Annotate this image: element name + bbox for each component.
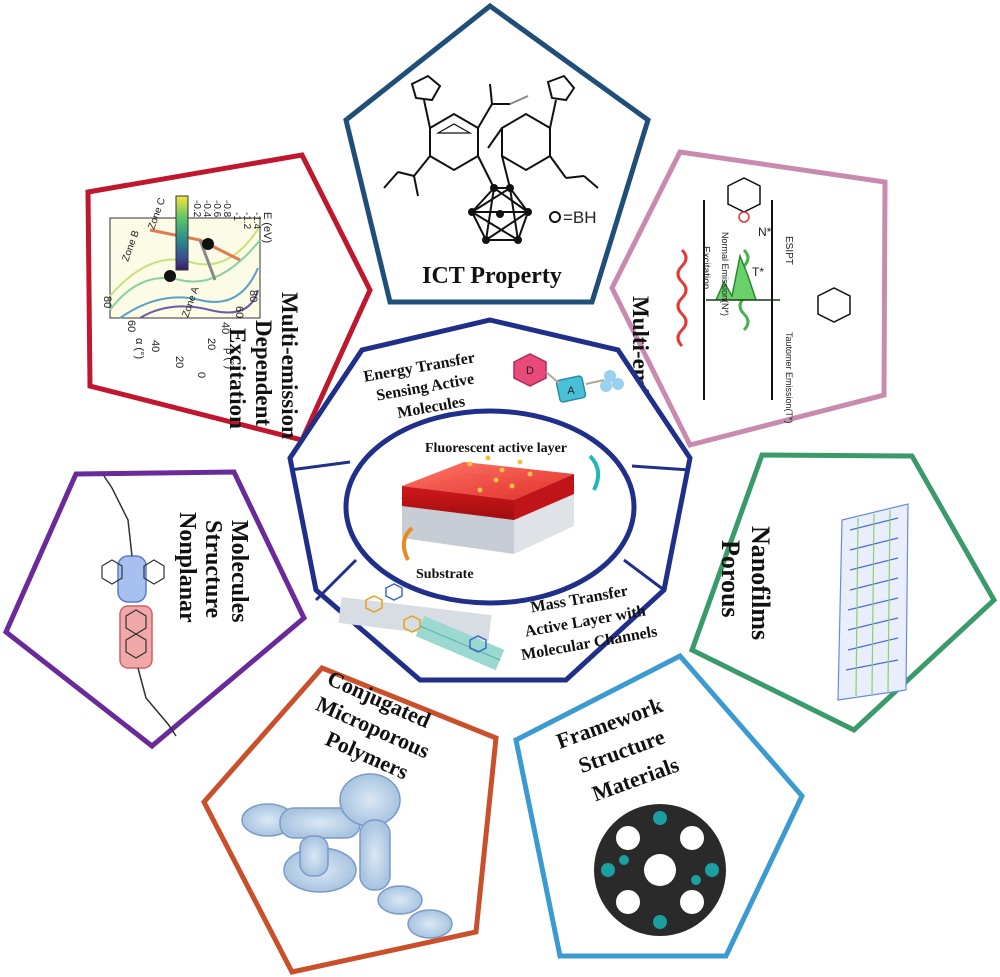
molecular-channel	[338, 583, 505, 671]
alpha-axis-label: α (°)	[133, 338, 145, 359]
t-star-label: T*	[752, 265, 764, 279]
emission-particles	[467, 455, 533, 493]
panel-multi-emission: N* T* Excitation ESIPT Normal Emission(N…	[609, 149, 888, 448]
cbar-tick: -1.2	[241, 212, 252, 230]
fluorescent-layer-label: Fluorescent active layer	[425, 441, 567, 456]
x-tick: 40	[149, 340, 161, 352]
tautomer-emission-wave	[676, 248, 688, 348]
panel-ict-property: =BH ICT Property	[343, 2, 651, 305]
cbar-tick: -0.4	[201, 200, 212, 218]
nonplanar-molecule	[101, 475, 177, 737]
bh-legend-label: =BH	[563, 208, 597, 227]
cbar-tick: -1.4	[251, 212, 262, 230]
cbar-tick: -1	[231, 212, 242, 221]
panel-porous-nanofilms: Porous Nanofilms	[688, 452, 998, 734]
panel-framework: Framework Structure Materials	[513, 652, 805, 959]
colorbar-ticks: -0.2 -0.4 -0.6 -0.8 -1 -1.2 -1.4	[191, 200, 262, 230]
excitation-title: Excitation Dependent Multi-emission	[225, 292, 302, 439]
x-tick: 60	[125, 320, 137, 332]
energy-axis-label: E (eV)	[261, 212, 273, 243]
energy-contour-plot	[109, 195, 261, 319]
svg-text:Excitation: Excitation	[225, 328, 250, 429]
teal-arrow	[588, 454, 601, 491]
svg-text:Multi-emission: Multi-emission	[277, 292, 302, 439]
y-axis-ticks: 20 40 60 80	[205, 290, 259, 350]
x-tick: 80	[101, 296, 113, 308]
ict-title: ICT Property	[422, 263, 562, 289]
cbar-tick: -0.2	[191, 200, 202, 218]
excitation-arrow-label: Excitation	[700, 246, 711, 289]
y-tick: 80	[247, 290, 259, 302]
center-panel: Fluorescent active layer Substrate Energ…	[287, 317, 693, 683]
svg-text:Nanofilms: Nanofilms	[746, 526, 775, 640]
cbar-tick: -0.6	[211, 200, 222, 218]
donor-acceptor-sketch: D A	[513, 353, 624, 403]
x-tick: 20	[173, 356, 185, 368]
tautomer-emission-label: Tautomer Emission(T*)	[784, 332, 794, 424]
acceptor-label: A	[567, 385, 575, 397]
svg-text:Nonplanar: Nonplanar	[174, 512, 200, 623]
energy-colorbar	[175, 195, 189, 271]
x-axis-ticks: 80 60 40 20 0	[101, 296, 207, 378]
esipt-label: ESIPT	[783, 236, 794, 265]
fluorescent-film	[400, 454, 601, 561]
cbar-tick: -0.8	[221, 200, 232, 218]
porous-title: Porous Nanofilms	[716, 526, 775, 640]
y-tick: 20	[205, 338, 217, 350]
framework-structure	[594, 804, 726, 936]
donor-label: D	[526, 365, 534, 377]
x-tick: 0	[195, 372, 207, 378]
beta-axis-label: β (°)	[223, 348, 235, 369]
bh-legend-dot	[549, 211, 561, 223]
nonplanar-pentagon	[2, 469, 308, 750]
nonplanar-title: Nonplanar Structure Molecules	[174, 512, 252, 623]
ict-pentagon	[343, 2, 651, 305]
svg-text:Porous: Porous	[716, 540, 745, 618]
svg-text:Dependent: Dependent	[251, 320, 276, 426]
esipt-spectrum	[706, 253, 780, 301]
panel-conjugated: Conjugated Microporous Polymers	[200, 665, 499, 975]
panel-nonplanar: Nonplanar Structure Molecules	[2, 469, 308, 750]
n-star-label: N*	[758, 225, 772, 239]
cage-vertices	[468, 184, 532, 244]
multi-emission-side-labels: Excitation ESIPT Normal Emission(N*) Tau…	[700, 232, 794, 424]
cmp-structure	[241, 773, 453, 939]
panel-excitation-dependent: Zone B Zone C Zone A -0.2 -0.4 -0.6 -0.8…	[85, 152, 373, 443]
nanofilm-lattice	[837, 503, 909, 701]
substrate-label: Substrate	[416, 567, 474, 582]
orange-arrow	[401, 526, 414, 561]
y-tick: 60	[233, 306, 245, 318]
svg-text:Structure: Structure	[200, 520, 226, 619]
esipt-molecules	[727, 177, 851, 323]
svg-text:Molecules: Molecules	[226, 520, 252, 623]
y-tick: 40	[219, 322, 231, 334]
normal-emission-label: Normal Emission(N*)	[720, 232, 730, 316]
